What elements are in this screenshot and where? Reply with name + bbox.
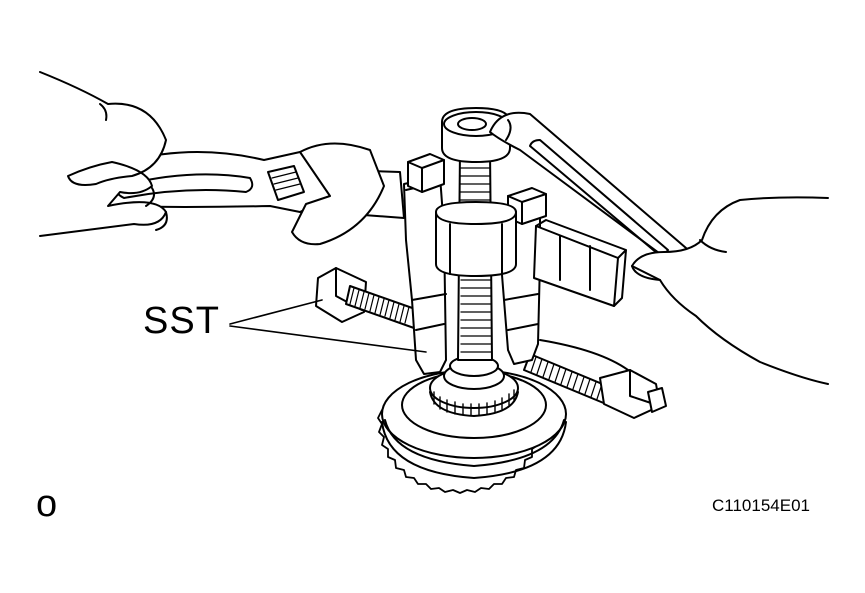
ring-gear-edge (382, 422, 566, 478)
figure-code: C110154E01 (712, 496, 810, 515)
right-bolt-end (648, 388, 666, 412)
wrench-jaw (292, 143, 384, 244)
screw-head-socket (458, 118, 486, 130)
beam-right (534, 226, 618, 306)
bearing (430, 356, 518, 416)
bearing-rollers (434, 390, 514, 415)
right-hand-fingers (632, 240, 726, 280)
forcing-screw (436, 108, 516, 360)
beam-right-side (560, 236, 590, 290)
bearing-lower (430, 392, 518, 416)
left-jaw-bolt (316, 268, 418, 328)
leader-line-lower (230, 326, 426, 352)
lower-arm (540, 340, 628, 370)
wrench-worm (268, 166, 304, 200)
right-bolt-thread (531, 357, 602, 399)
left-hand-outline (40, 72, 166, 236)
right-hand-outline (632, 197, 828, 384)
right-jaw-bolt (524, 340, 666, 418)
left-hand-fingers (100, 104, 167, 230)
wrench-worm-thread (272, 172, 300, 190)
leader-line-upper (230, 300, 322, 324)
left-hand (40, 72, 167, 236)
center-nut (436, 202, 516, 276)
sst-callout-label: SST (143, 300, 220, 342)
left-jaw-nut (408, 154, 444, 192)
left-jaw (404, 176, 446, 374)
sst-leaders (230, 300, 426, 352)
left-bolt-thread (350, 288, 409, 323)
step-mark: o (36, 483, 58, 525)
ring-gear-step (385, 420, 564, 466)
right-hand (632, 197, 828, 384)
wrench-slot (117, 174, 252, 198)
